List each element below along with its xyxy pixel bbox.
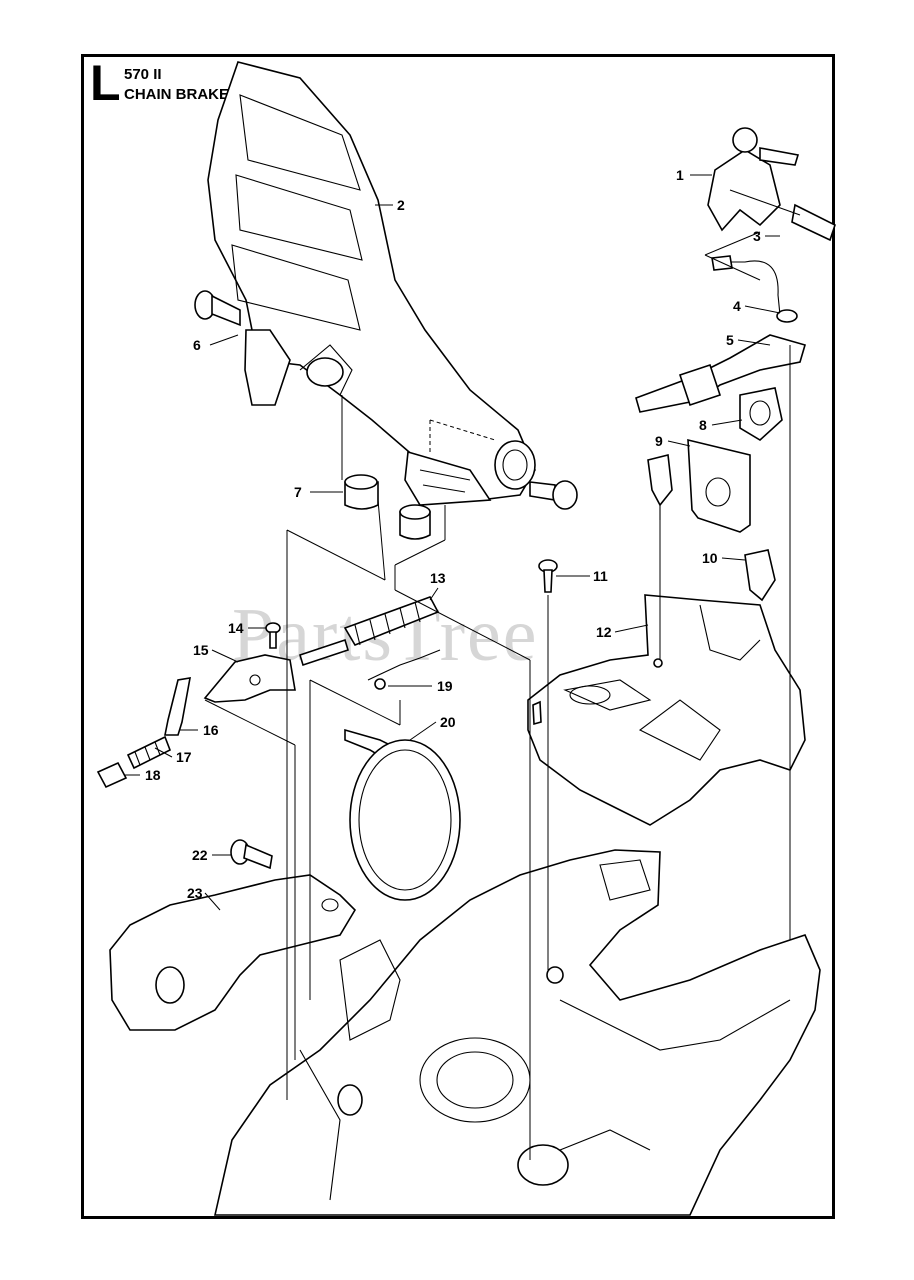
callout-5: 5 (726, 332, 734, 348)
brake-link-drawing (635, 334, 806, 413)
callout-13: 13 (430, 570, 446, 586)
wire-drawing (711, 255, 798, 323)
brake-band-drawing (344, 728, 461, 901)
callout-10: 10 (702, 550, 718, 566)
model-label: 570 II (124, 66, 162, 83)
callout-2: 2 (397, 197, 405, 213)
pivot-bolt-drawing (194, 290, 241, 327)
hand-guard-drawing (207, 61, 536, 506)
assembly-lines (204, 189, 801, 1160)
callout-20: 20 (440, 714, 456, 730)
callout-22: 22 (192, 847, 208, 863)
callout-11: 11 (593, 568, 608, 584)
bolt-22-drawing (230, 839, 273, 870)
callout-19: 19 (437, 678, 453, 694)
callout-1: 1 (676, 167, 684, 183)
callout-8: 8 (699, 417, 707, 433)
guard-bolt-drawing (529, 480, 578, 510)
callout-3: 3 (753, 228, 761, 244)
callout-17: 17 (176, 749, 192, 765)
crankcase-drawing (213, 849, 821, 1216)
housing-12-drawing (527, 594, 806, 826)
callout-9: 9 (655, 433, 663, 449)
block-18-drawing (96, 761, 128, 789)
screw-11-drawing (538, 559, 558, 593)
cover-plate-drawing (687, 438, 751, 533)
callout-12: 12 (596, 624, 612, 640)
spring-17-drawing (126, 735, 172, 770)
arm-16-drawing (164, 677, 191, 736)
callout-23: 23 (187, 885, 203, 901)
diagram-frame (81, 54, 835, 1219)
callout-18: 18 (145, 767, 161, 783)
section-letter: L (90, 55, 121, 111)
callout-4: 4 (733, 298, 741, 314)
callout-15: 15 (193, 642, 209, 658)
callout-7: 7 (294, 484, 302, 500)
spring-19-drawing (367, 649, 441, 690)
callout-leaders (124, 174, 781, 911)
grommet-10-drawing (744, 549, 776, 602)
callout-16: 16 (203, 722, 219, 738)
callout-labels: 1 2 3 4 5 6 7 8 9 10 11 12 13 14 15 16 1… (145, 167, 761, 901)
diagram-title: CHAIN BRAKE (124, 86, 229, 103)
link-15-drawing (203, 654, 296, 703)
brake-lever-drawing (707, 127, 836, 242)
rubber-grommet-drawing (647, 454, 673, 520)
callout-14: 14 (228, 620, 244, 636)
callout-6: 6 (193, 337, 201, 353)
clutch-cover-drawing (109, 874, 357, 1031)
latch-drawing (739, 387, 783, 441)
